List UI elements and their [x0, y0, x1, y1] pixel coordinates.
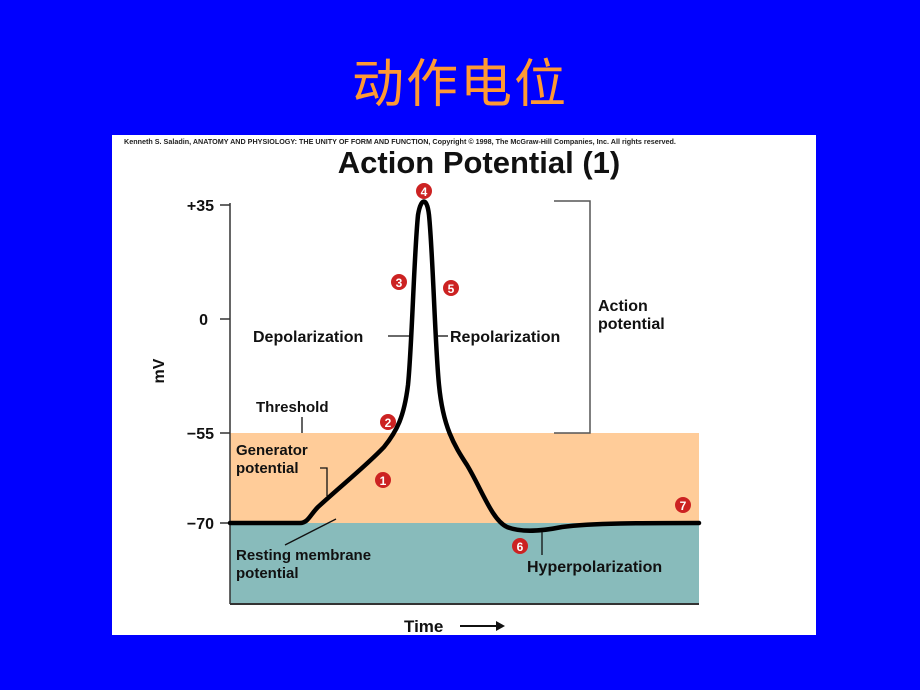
svg-text:1: 1	[380, 474, 387, 488]
svg-text:2: 2	[385, 416, 392, 430]
y-axis-label: mV	[151, 358, 168, 383]
svg-text:4: 4	[421, 185, 428, 199]
y-tick-minus55: −55	[187, 426, 214, 443]
depolarization-label: Depolarization	[253, 329, 363, 346]
hyperpolarization-label: Hyperpolarization	[527, 559, 662, 576]
generator-zone-region	[230, 433, 699, 523]
marker-2: 2	[380, 414, 396, 430]
svg-text:7: 7	[680, 499, 687, 513]
action-potential-label-1: Action	[598, 298, 648, 315]
x-axis-label: Time	[404, 617, 443, 635]
svg-text:3: 3	[396, 276, 403, 290]
marker-6: 6	[512, 538, 528, 554]
action-potential-chart: +35 0 −55 −70 mV Time Action potential D…	[151, 183, 702, 635]
action-potential-label-2: potential	[598, 316, 665, 333]
slide-title: 动作电位	[351, 55, 568, 115]
copyright-notice: Kenneth S. Saladin, ANATOMY AND PHYSIOLO…	[124, 137, 676, 146]
resting-label-1: Resting membrane	[236, 547, 371, 564]
generator-label-1: Generator	[236, 442, 308, 459]
marker-7: 7	[675, 497, 691, 513]
marker-3: 3	[391, 274, 407, 290]
marker-1: 1	[375, 472, 391, 488]
marker-5: 5	[443, 280, 459, 296]
threshold-label: Threshold	[256, 399, 329, 416]
generator-label-2: potential	[236, 460, 299, 477]
figure-panel: Kenneth S. Saladin, ANATOMY AND PHYSIOLO…	[112, 135, 816, 635]
y-tick-0: 0	[199, 312, 208, 329]
y-tick-minus70: −70	[187, 516, 214, 533]
svg-text:5: 5	[448, 282, 455, 296]
y-tick-35: +35	[187, 198, 214, 215]
marker-4: 4	[416, 183, 432, 199]
figure-title: Action Potential (1)	[337, 145, 621, 180]
resting-label-2: potential	[236, 565, 299, 582]
membrane-potential-curve	[227, 199, 702, 533]
time-arrow-icon	[460, 621, 505, 631]
below-resting-region	[230, 523, 699, 604]
action-potential-bracket	[554, 200, 591, 434]
repolarization-label: Repolarization	[450, 329, 560, 346]
svg-text:6: 6	[517, 540, 524, 554]
